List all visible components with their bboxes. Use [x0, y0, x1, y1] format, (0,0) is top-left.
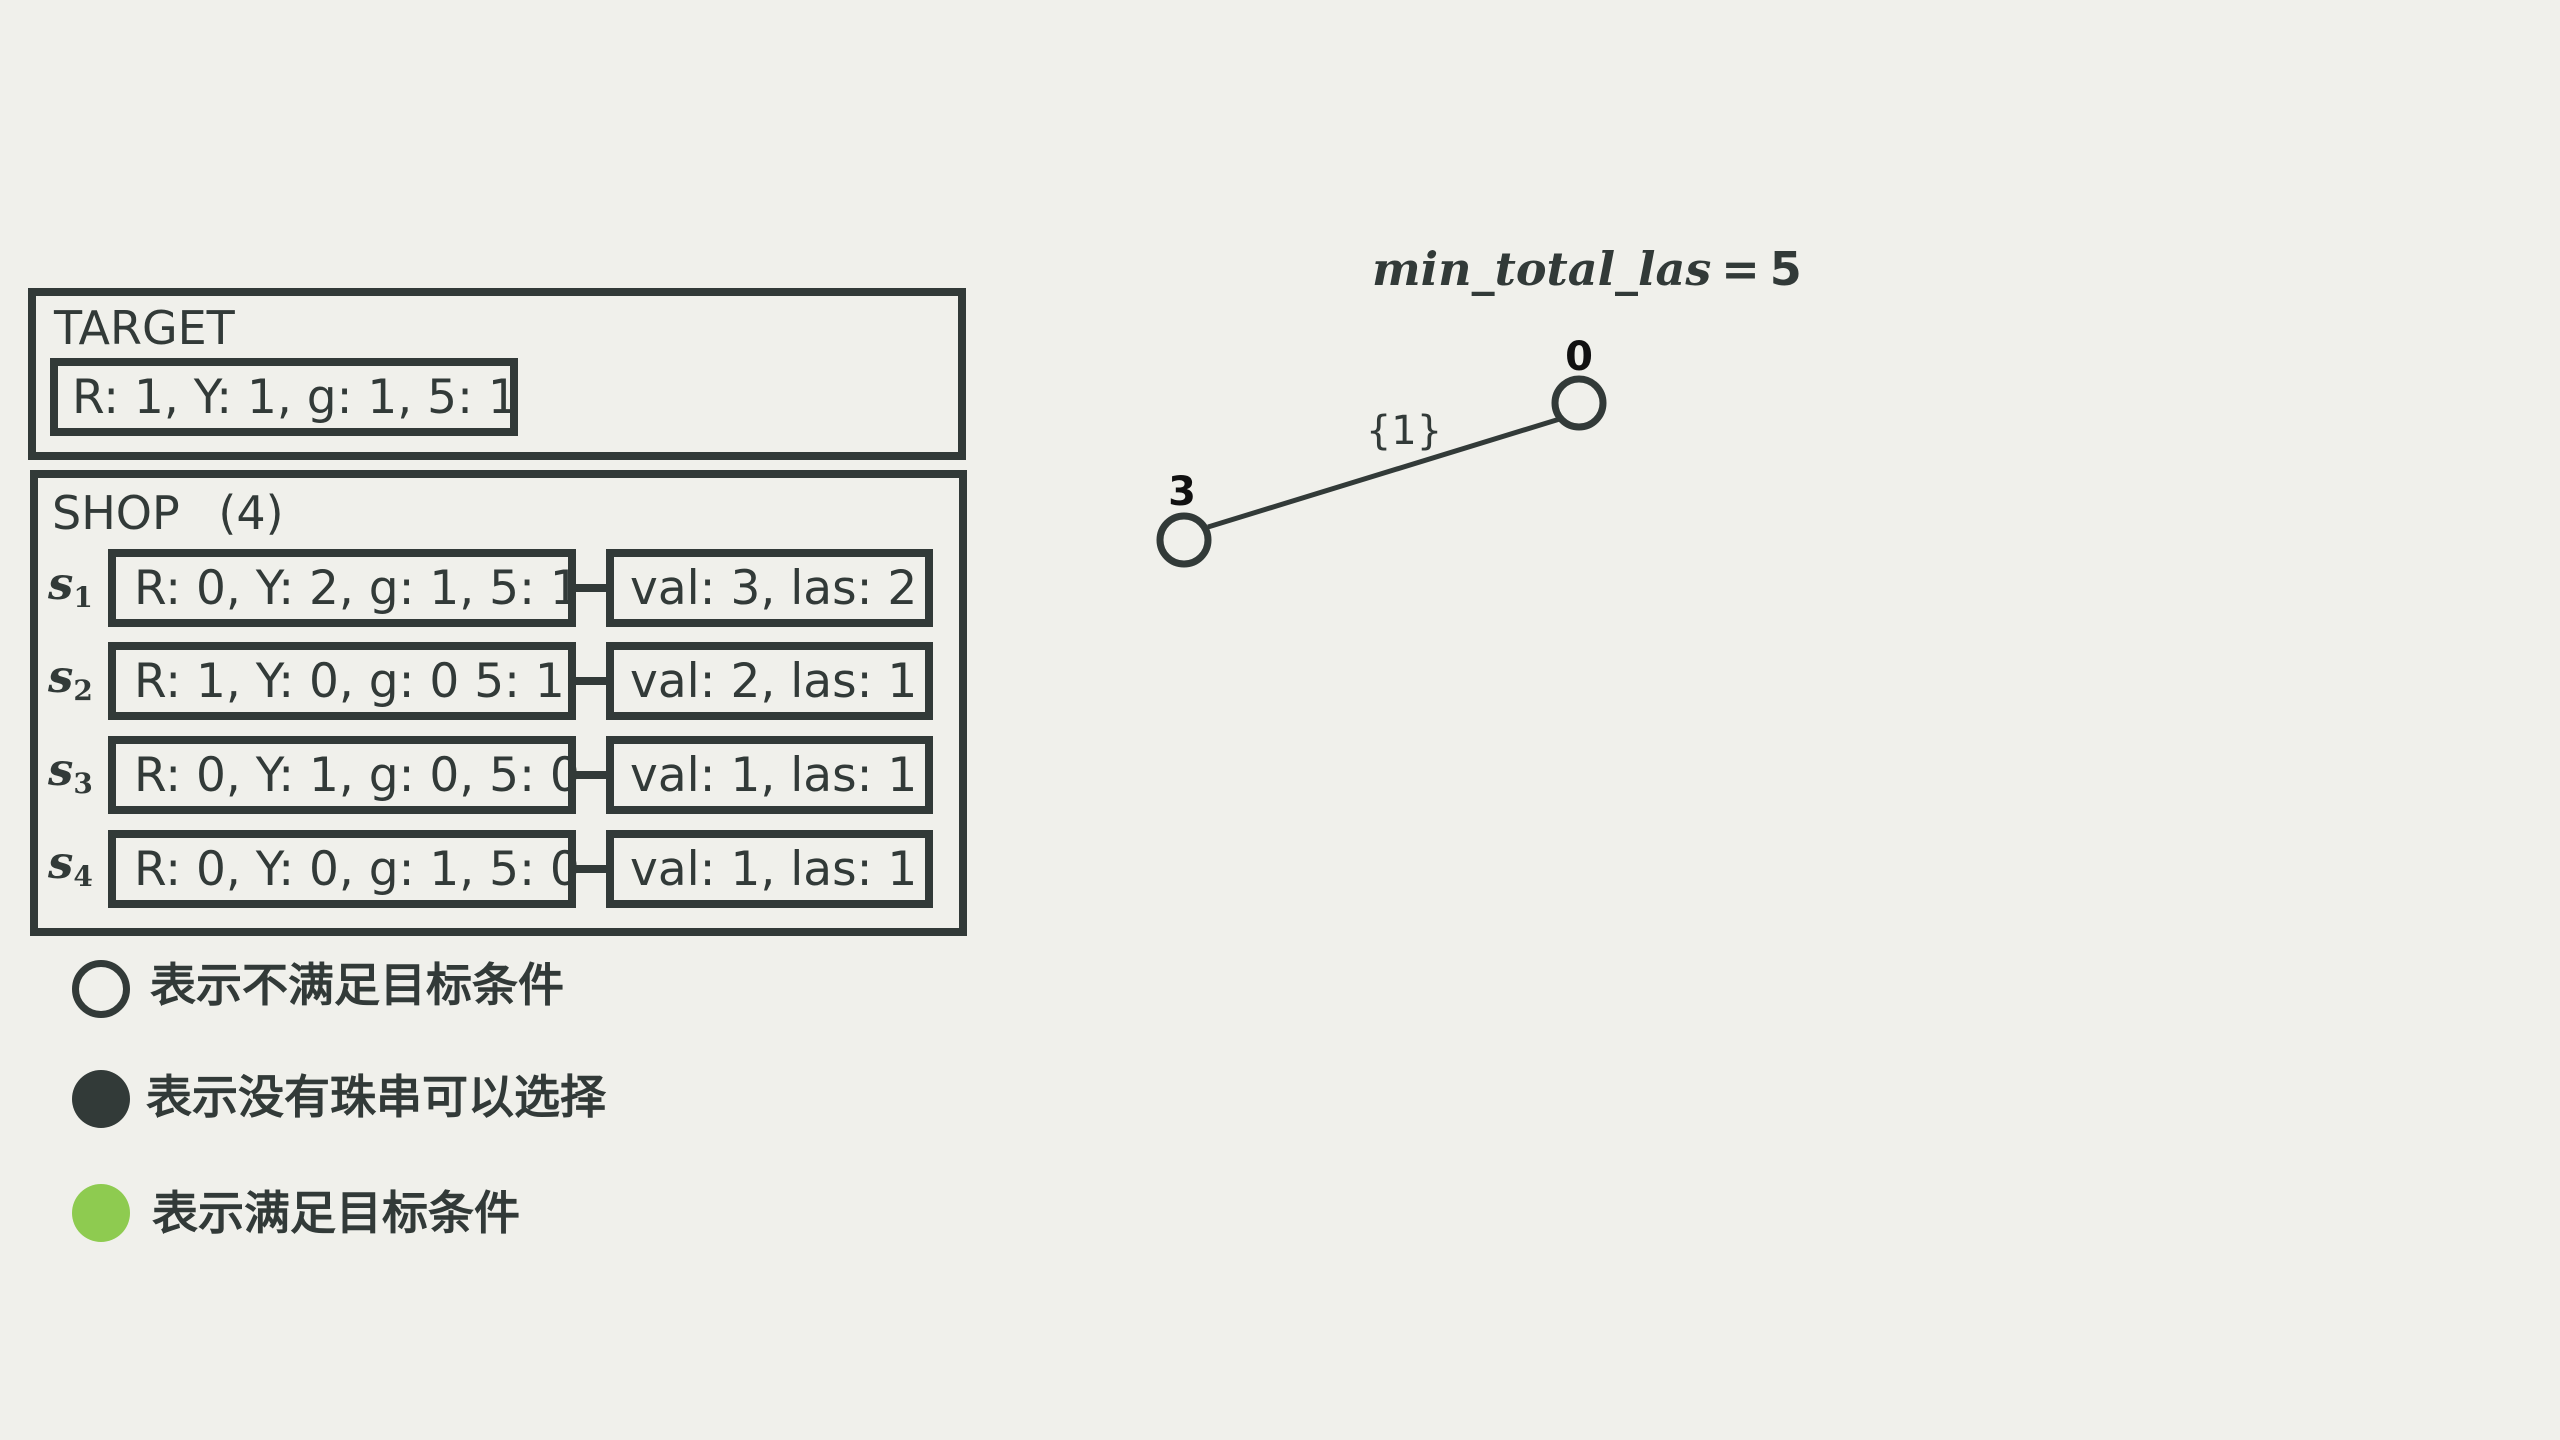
- shop-item-spec-box-4: [108, 830, 576, 908]
- min-total-las-equals: =: [1721, 242, 1760, 296]
- min-total-las-heading: min_total_las=5: [1372, 246, 1802, 292]
- shop-title: SHOP (4): [52, 490, 284, 536]
- target-value: R: 1, Y: 1, g: 1, 5: 1: [72, 370, 518, 425]
- shop-item-label-letter: s: [48, 743, 74, 796]
- tree-edge: [1207, 415, 1564, 530]
- shop-title-label: SHOP: [52, 486, 180, 540]
- tree-node-0[interactable]: [1551, 375, 1607, 431]
- shop-item-spec-box-1: [108, 549, 576, 627]
- shop-item-val-2: val: 2, las: 1: [630, 654, 918, 709]
- legend-text-unsatisfied: 表示不满足目标条件: [150, 958, 564, 1012]
- min-total-las-value: 5: [1769, 242, 1802, 296]
- shop-item-label-subscript: 3: [73, 767, 93, 800]
- shop-item-connector-4: [576, 865, 606, 873]
- shop-item-label-letter: s: [48, 650, 74, 703]
- shop-item-val-1: val: 3, las: 2: [630, 561, 918, 616]
- shop-item-val-box-1: [606, 549, 933, 627]
- shop-item-spec-box-3: [108, 736, 576, 814]
- tree-node-label: 0: [1565, 334, 1593, 380]
- shop-item-val-box-2: [606, 642, 933, 720]
- shop-item-label-subscript: 2: [73, 674, 93, 707]
- legend-text-satisfied: 表示满足目标条件: [152, 1186, 520, 1240]
- shop-item-label-letter: s: [48, 557, 74, 610]
- shop-item-spec-box-2: [108, 642, 576, 720]
- shop-item-label-letter: s: [48, 836, 74, 889]
- shop-panel: [30, 470, 967, 936]
- shop-item-spec-2: R: 1, Y: 0, g: 0 5: 1: [134, 654, 565, 709]
- shop-item-label-2: s2: [48, 654, 93, 705]
- shop-item-label-subscript: 4: [73, 860, 93, 893]
- shop-item-connector-1: [576, 584, 606, 592]
- shop-item-val-3: val: 1, las: 1: [630, 748, 918, 803]
- shop-item-label-1: s1: [48, 561, 93, 612]
- shop-item-connector-3: [576, 771, 606, 779]
- hollow-circle-icon: [72, 960, 130, 1018]
- shop-item-label-3: s3: [48, 747, 93, 798]
- shop-item-spec-4: R: 0, Y: 0, g: 1, 5: 0: [134, 842, 580, 897]
- target-panel: [28, 288, 966, 460]
- target-title: TARGET: [54, 301, 235, 355]
- shop-item-spec-1: R: 0, Y: 2, g: 1, 5: 1: [134, 561, 580, 616]
- shop-item-val-box-3: [606, 736, 933, 814]
- target-value-box: [50, 358, 518, 436]
- shop-item-label-subscript: 1: [73, 581, 93, 614]
- legend-text-no-choice: 表示没有珠串可以选择: [146, 1070, 606, 1124]
- shop-item-label-4: s4: [48, 840, 93, 891]
- min-total-las-label: min_total_las: [1372, 242, 1712, 296]
- shop-item-spec-3: R: 0, Y: 1, g: 0, 5: 0: [134, 748, 580, 803]
- shop-item-connector-2: [576, 677, 606, 685]
- filled-dark-circle-icon: [72, 1070, 130, 1128]
- filled-green-circle-icon: [72, 1184, 130, 1242]
- shop-item-val-box-4: [606, 830, 933, 908]
- shop-count: (4): [218, 486, 284, 540]
- tree-node-label: 3: [1168, 469, 1196, 515]
- tree-node-3[interactable]: [1156, 512, 1212, 568]
- shop-item-val-4: val: 1, las: 1: [630, 842, 918, 897]
- tree-edge-label: {1}: [1366, 408, 1442, 454]
